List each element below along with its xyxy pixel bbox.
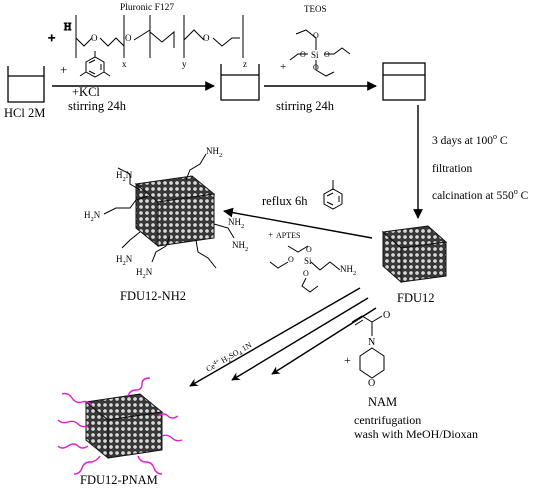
amine-arms: [103, 153, 235, 269]
plus-sign-step2: +: [280, 61, 286, 73]
stirring-label-1: stirring 24h: [68, 99, 127, 113]
arrow-graft-1: [189, 287, 361, 387]
pluronic-f127-structure: + H O x O y O z Pluronic F127: [48, 3, 248, 69]
hcl-label: HCl 2M: [4, 106, 45, 120]
kcl-label: +KCl: [72, 85, 100, 99]
mesitylene-structure: +: [60, 51, 111, 78]
nam-structure: + O N O: [344, 310, 390, 389]
teos-si-label: Si: [311, 50, 319, 60]
amine-label-7: NH2: [232, 240, 248, 253]
condition-filtration: filtration: [432, 163, 472, 175]
polymer-name-label: Pluronic F127: [120, 3, 174, 13]
amine-label-2: NH2: [206, 146, 222, 159]
nam-o-label: O: [383, 310, 390, 321]
aptes-si-label: Si: [304, 256, 312, 266]
workup-wash: wash with MeOH/Dioxan: [354, 427, 478, 441]
subscript-y: y: [182, 59, 187, 69]
plus-sign-mid: +: [60, 62, 67, 77]
teos-structure: TEOS + Si O O O O: [280, 4, 351, 77]
toluene-structure: [323, 180, 343, 210]
o-atom-3: O: [203, 33, 210, 43]
aptes-nh2: NH2: [340, 264, 356, 277]
o-atom-1: O: [91, 33, 98, 43]
amine-label-3: H2N: [84, 210, 101, 223]
workup-centrifugation: centrifugation: [354, 413, 421, 427]
aptes-o-bottom: O: [303, 269, 309, 278]
h-atom-label: H: [64, 22, 71, 33]
aptes-structure: + APTES O Si O NH2 O: [268, 230, 356, 293]
subscript-x: x: [122, 59, 127, 69]
amine-label-6: H2N: [136, 267, 153, 280]
amine-label-5: H2N: [116, 254, 133, 267]
fdu12-pnam-label: FDU12-PNAM: [80, 473, 158, 487]
arrow-graft-3: [271, 307, 377, 375]
beaker-hcl: [7, 66, 45, 103]
nam-n-label: N: [368, 337, 375, 348]
reflux-label: reflux 6h: [262, 194, 308, 208]
plus-sign-nam: +: [344, 353, 351, 367]
fdu12-nh2-particle: [134, 175, 216, 248]
o-atom-2: O: [125, 33, 132, 43]
stirring-label-2: stirring 24h: [276, 99, 335, 113]
fdu12-label: FDU12: [397, 291, 435, 305]
amine-label-1: H2N: [116, 170, 133, 183]
arrow-amination: [223, 207, 373, 239]
aptes-o-left: O: [288, 255, 294, 264]
teos-label: TEOS: [304, 4, 327, 14]
nam-o-ring-label: O: [368, 378, 375, 389]
beaker-middle: [220, 64, 260, 101]
plus-sign-top: +: [48, 30, 55, 45]
fdu12-nh2-label: FDU12-NH2: [120, 289, 186, 303]
aptes-label: APTES: [276, 231, 300, 240]
fdu12-particle: [381, 225, 448, 284]
amine-label-4: NH2: [228, 217, 244, 230]
condition-calcination: calcination at 550o C: [432, 187, 529, 202]
teos-o-right: O: [324, 50, 330, 59]
teos-o-top: O: [313, 31, 319, 40]
subscript-z: z: [243, 59, 247, 69]
aptes-o-top: O: [306, 245, 312, 254]
plus-sign-aptes: +: [268, 230, 273, 240]
condition-temperature: 3 days at 100o C: [432, 132, 508, 147]
beaker-final: [382, 62, 426, 101]
teos-o-left: O: [300, 50, 306, 59]
pnam-chains: [57, 377, 183, 475]
fdu12-pnam-particle: [84, 393, 164, 460]
nam-label: NAM: [368, 395, 397, 409]
arrow-graft-2: [231, 297, 369, 381]
teos-o-bottom: O: [313, 63, 319, 72]
